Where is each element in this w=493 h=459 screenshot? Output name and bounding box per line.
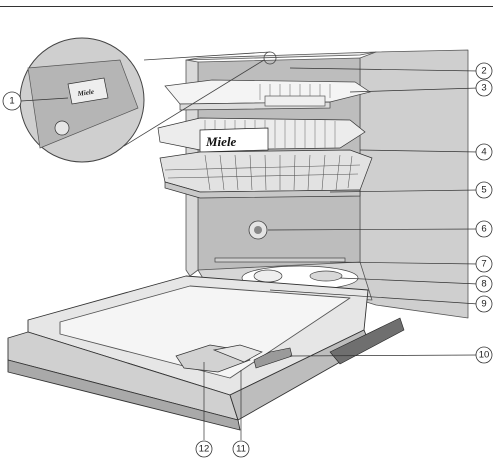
callout-12: 12: [196, 441, 212, 457]
callout-2-number: 2: [481, 66, 486, 77]
callout-3: 3: [476, 80, 492, 96]
callout-4: 4: [476, 144, 492, 160]
callout-10-number: 10: [479, 350, 490, 361]
callout-9-number: 9: [481, 299, 486, 310]
lower-basket: [160, 150, 372, 198]
callout-4-number: 4: [481, 147, 486, 158]
callout-2: 2: [476, 63, 492, 79]
upper-basket: [158, 118, 365, 152]
callout-1: 1: [3, 92, 21, 110]
filter-drain: [249, 221, 267, 239]
callout-11-number: 11: [236, 444, 246, 455]
callout-9: 9: [476, 296, 492, 312]
brand-label: Miele: [205, 134, 237, 149]
callout-8-number: 8: [481, 279, 486, 290]
callout-1-number: 1: [9, 96, 14, 107]
callout-8: 8: [476, 276, 492, 292]
callout-5-number: 5: [481, 185, 486, 196]
callout-11: 11: [233, 441, 249, 457]
callout-6-number: 6: [481, 224, 486, 235]
callout-5: 5: [476, 182, 492, 198]
callout-12-number: 12: [199, 444, 210, 455]
callout-7-number: 7: [481, 259, 486, 270]
callout-3-number: 3: [481, 83, 486, 94]
callout-10: 10: [476, 347, 492, 363]
callout-6: 6: [476, 221, 492, 237]
callout-7: 7: [476, 256, 492, 272]
